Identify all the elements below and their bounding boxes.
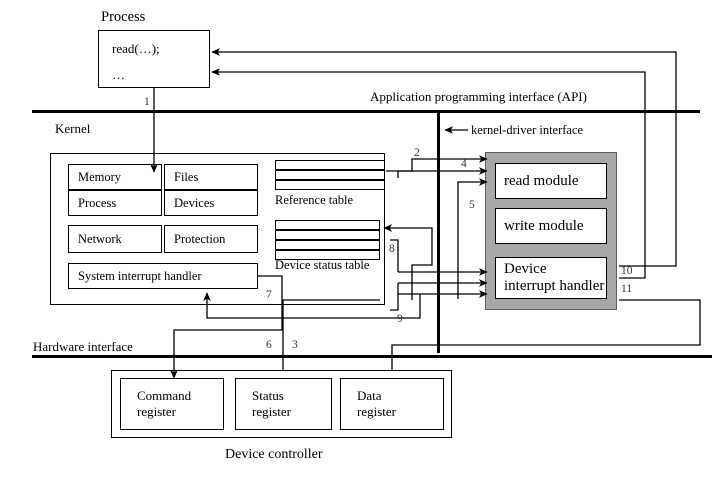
reference-table-row xyxy=(275,170,385,180)
flow-data-up xyxy=(391,299,701,370)
device-status-table-row xyxy=(275,230,380,240)
system-interrupt-handler-box: System interrupt handler xyxy=(68,263,258,289)
flow-10-path xyxy=(211,48,677,267)
process-code-line-1: read(…); xyxy=(112,41,160,56)
status-register-line-1: Status xyxy=(252,387,284,403)
kernel-cell-devices: Devices xyxy=(164,190,258,216)
kernel-cell-files: Files xyxy=(164,164,258,190)
kernel-cell-network: Network xyxy=(68,225,162,253)
process-box xyxy=(98,30,210,88)
reference-table-row xyxy=(275,160,385,170)
flow-8-feeder xyxy=(411,232,433,300)
device-status-table-row xyxy=(275,250,380,260)
flow-number-3: 3 xyxy=(292,339,298,351)
kernel-cell-protection: Protection xyxy=(164,225,258,253)
reference-table-label: Reference table xyxy=(275,193,354,207)
write-module-box: write module xyxy=(495,208,607,244)
kernel-driver-boundary-line xyxy=(437,110,440,353)
command-register-line-1: Command xyxy=(137,387,192,403)
kernel-driver-interface-label: kernel-driver interface xyxy=(471,123,584,137)
hardware-interface-label: Hardware interface xyxy=(33,339,133,354)
flow-status-up xyxy=(282,299,380,370)
flow-number-11: 11 xyxy=(621,283,633,295)
kernel-label: Kernel xyxy=(55,121,91,136)
process-title: Process xyxy=(101,9,146,25)
device-interrupt-handler-line-2: interrupt handler xyxy=(504,278,605,294)
flow-2-path xyxy=(386,155,488,172)
flow-9-feeder xyxy=(390,283,399,311)
flow-7-path xyxy=(203,292,421,319)
kernel-cell-memory: Memory xyxy=(68,164,162,190)
device-interrupt-handler-box: Device interrupt handler xyxy=(495,257,607,299)
flow-number-7: 7 xyxy=(266,289,272,301)
flow-number-1: 1 xyxy=(144,96,150,108)
kernel-cell-process: Process xyxy=(68,190,162,216)
data-register-line-1: Data xyxy=(357,387,382,403)
status-register-line-2: register xyxy=(252,404,291,419)
api-label: Application programming interface (API) xyxy=(370,89,587,104)
command-register-box: Command register xyxy=(120,378,224,430)
device-interrupt-handler-line-1: Device xyxy=(504,260,547,277)
flow-number-9: 9 xyxy=(397,313,403,325)
data-register-line-2: register xyxy=(357,404,396,419)
flow-3-feeder xyxy=(390,239,399,272)
read-module-box: read module xyxy=(495,163,607,199)
flow-number-6: 6 xyxy=(266,339,272,351)
flow-number-8: 8 xyxy=(389,243,395,255)
device-status-table-label: Device status table xyxy=(275,258,370,272)
api-boundary-line xyxy=(32,110,700,113)
device-status-table-row xyxy=(275,220,380,230)
flow-5-path xyxy=(457,178,488,299)
flow-number-5: 5 xyxy=(469,199,475,211)
flow-number-10: 10 xyxy=(621,265,633,277)
flow-number-2: 2 xyxy=(414,147,420,159)
reference-table-row xyxy=(275,180,385,190)
status-register-box: Status register xyxy=(235,378,332,430)
flow-11-path xyxy=(211,68,646,279)
flow-number-4: 4 xyxy=(461,158,467,170)
process-code-line-2: … xyxy=(112,67,125,82)
hardware-interface-line xyxy=(32,355,712,358)
command-register-line-2: register xyxy=(137,404,176,419)
device-status-table-row xyxy=(275,240,380,250)
device-controller-label: Device controller xyxy=(225,447,323,462)
flow-4-path xyxy=(397,167,488,178)
flow-8-path xyxy=(383,224,433,232)
data-register-box: Data register xyxy=(340,378,444,430)
flow-6-cmd xyxy=(170,275,283,379)
